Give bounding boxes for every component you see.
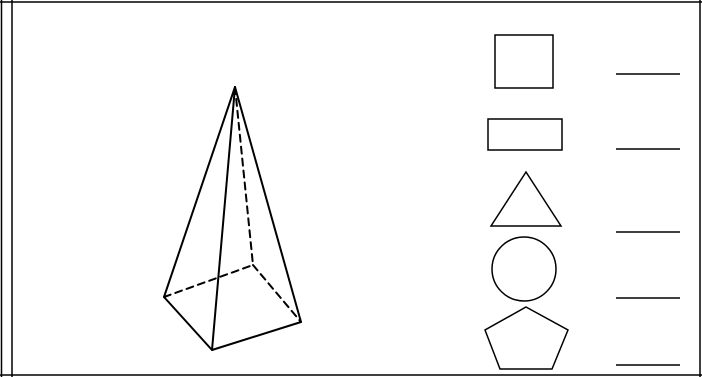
square-shape — [495, 35, 553, 88]
pentagon-shape — [485, 307, 568, 369]
pyramid-hidden-edge — [235, 87, 253, 265]
circle-shape — [492, 237, 556, 301]
triangle-shape — [491, 172, 561, 226]
pyramid-edge — [212, 87, 235, 350]
pyramid-edge — [164, 297, 212, 350]
pyramid-edge — [212, 322, 301, 350]
pyramid-hidden-edge — [164, 265, 253, 297]
pyramid-edge — [235, 87, 301, 322]
pyramid-edge — [164, 87, 235, 297]
rectangle-shape — [488, 119, 562, 150]
square-pyramid — [164, 87, 301, 350]
